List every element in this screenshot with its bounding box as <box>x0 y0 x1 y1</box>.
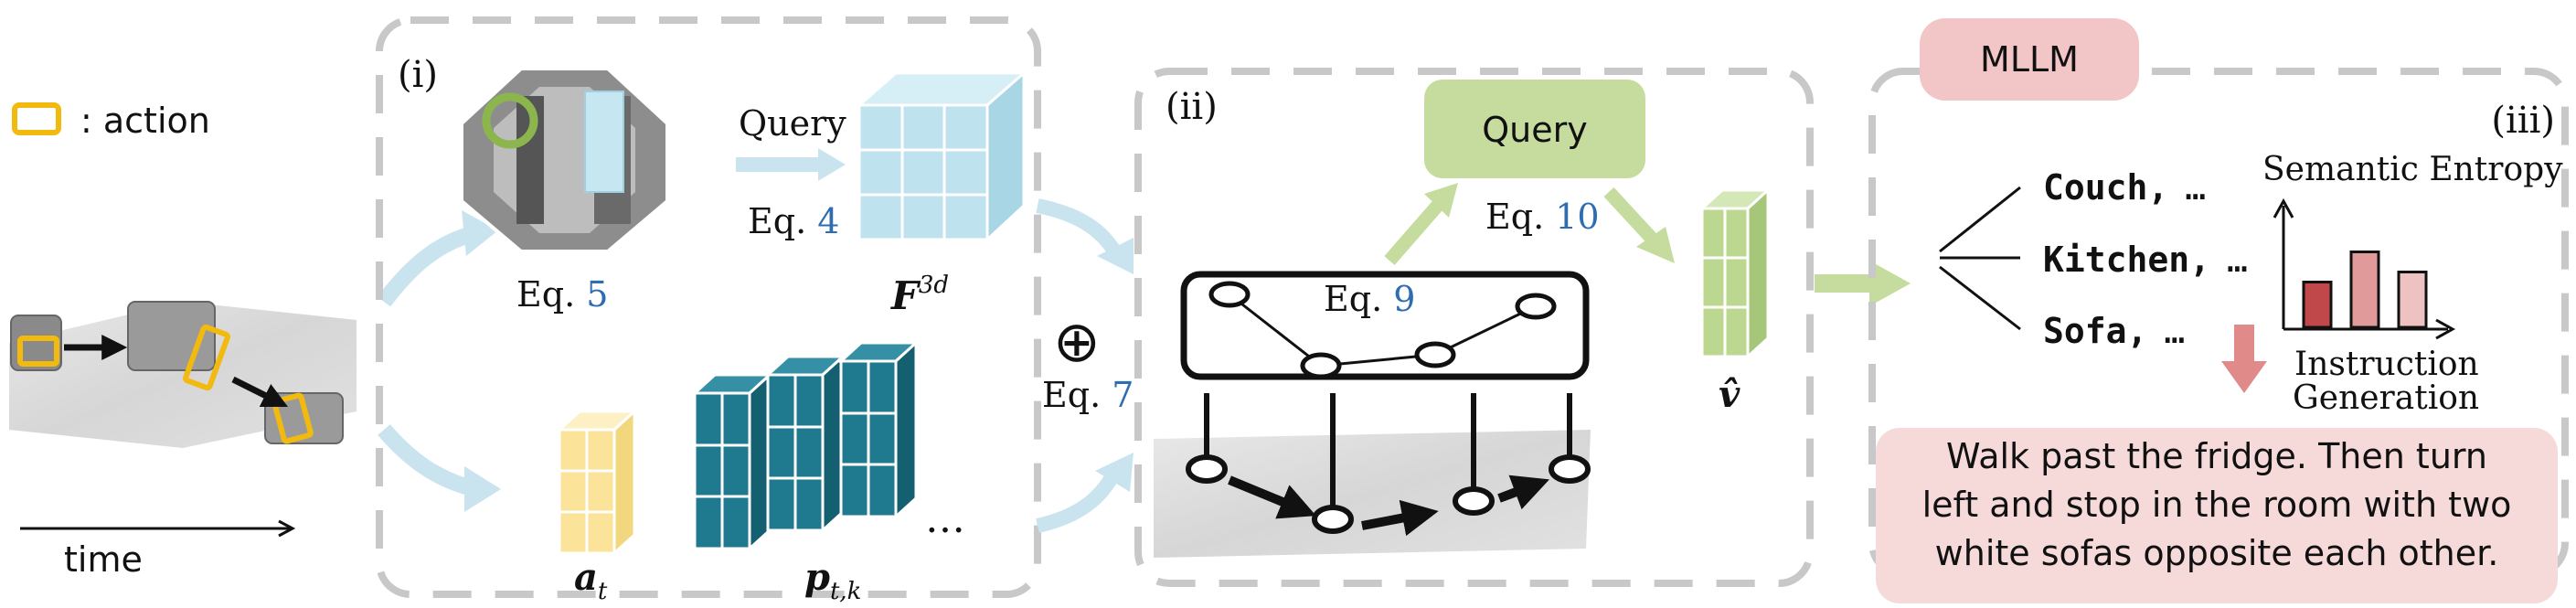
flow-arrow-upper <box>377 225 478 307</box>
action-box-icon <box>12 102 61 135</box>
floor-node <box>1453 486 1495 516</box>
panorama-highlight-circle <box>482 92 538 149</box>
arrow-i-to-ii-lower <box>1036 467 1123 533</box>
panoramic-feature-cubes <box>691 339 920 552</box>
legend: : action <box>12 101 210 141</box>
semantic-entropy-label: Semantic Entropy <box>2262 151 2563 188</box>
teal-cube-2 <box>764 353 846 534</box>
mllm-tag <box>1920 18 2139 101</box>
instruction-generation-line1: Instruction <box>2294 346 2479 383</box>
panorama-thumb-1 <box>10 315 62 371</box>
graph-node <box>1300 352 1342 379</box>
teal-cube-3 <box>837 339 920 520</box>
query-box <box>1424 80 1645 178</box>
instruction-text-line2: left and stop in the room with two <box>1922 485 2512 525</box>
eq10-label: Eq. 10 <box>1485 197 1600 237</box>
eq7-number: 7 <box>1112 375 1134 415</box>
panel-ii-label: (ii) <box>1166 86 1218 128</box>
eq4-number: 4 <box>817 201 839 241</box>
floor-trajectory <box>1228 475 1549 537</box>
v-hat-cube <box>1698 187 1772 360</box>
instruction-text-line1: Walk past the fridge. Then turn <box>1946 436 2487 476</box>
graph-nodes <box>1208 281 1557 379</box>
floor-nodes <box>1186 454 1591 534</box>
candidate-word-2: Kitchen,… <box>2043 240 2248 280</box>
panel-i-border <box>376 16 1041 598</box>
instruction-generation-line2: Generation <box>2293 379 2479 417</box>
panel-ii-floor-plan <box>1154 430 1591 558</box>
graph-to-floor-links <box>1204 393 1572 512</box>
feature-3d-cube <box>856 69 1027 243</box>
candidate-word-3: Sofa,… <box>2043 311 2185 351</box>
graph-node <box>1414 341 1456 368</box>
eq5-label: Eq. 5 <box>516 274 608 315</box>
trajectory-illustration <box>9 301 357 448</box>
query-label-i: Query <box>739 103 846 144</box>
eq10-number: 10 <box>1555 197 1599 237</box>
eq4-label: Eq. 4 <box>748 201 839 241</box>
action-legend-label: : action <box>80 101 210 141</box>
graph-node <box>1515 293 1557 320</box>
graph-node <box>1208 281 1251 308</box>
ellipsis-i: … <box>925 496 965 542</box>
candidate-word-1: Couch,… <box>2043 167 2206 208</box>
action-highlight-1 <box>17 336 59 367</box>
p-tk-label: pt,k <box>804 556 861 605</box>
view-slice-cube <box>584 91 624 193</box>
arrow-graph-to-query <box>1384 198 1445 265</box>
floor-node <box>1549 454 1591 484</box>
combine-symbol: ⊕ <box>1053 308 1101 375</box>
panel-i-label: (i) <box>398 54 438 96</box>
panel-ii: (ii) Query Eq. 10 Eq. 9 <box>1134 68 1814 587</box>
floor-node <box>1186 454 1228 484</box>
time-axis: time <box>20 519 296 580</box>
instruction-box <box>1876 428 2558 603</box>
teal-cube-1 <box>691 371 773 552</box>
panel-iii-label: (iii) <box>2491 100 2555 142</box>
eq7-label: Eq. 7 <box>1042 375 1134 415</box>
instruction-text-line3: white sofas opposite each other. <box>1935 533 2499 573</box>
eq9-number: 9 <box>1393 279 1415 319</box>
entropy-bar <box>2397 271 2428 329</box>
eq9-label: Eq. 9 <box>1324 279 1415 319</box>
panel-iii-border <box>1868 68 2569 578</box>
mllm-label: MLLM <box>1980 39 2079 80</box>
f3d-label: F3d <box>890 272 949 318</box>
eq5-number: 5 <box>586 274 608 315</box>
panorama-octagon <box>460 67 669 253</box>
arrow-query-to-v <box>1603 187 1658 245</box>
panel-ii-border <box>1134 68 1814 587</box>
panel-i: (i) Query Eq. 4 Eq. 5 F3d <box>376 16 1041 605</box>
entropy-bar <box>2349 251 2380 329</box>
branch-lines <box>1939 186 2021 331</box>
trajectory-arrow-2 <box>231 376 289 408</box>
topological-graph-box <box>1180 271 1590 380</box>
action-highlight-2 <box>183 324 230 391</box>
floor-node <box>1312 505 1354 534</box>
action-cube <box>556 408 638 557</box>
flow-arrow-lower <box>378 424 478 497</box>
v-hat-label: v̂ <box>1719 373 1740 416</box>
entropy-bars <box>2302 251 2428 329</box>
panel-iii: MLLM (iii) Semantic Entropy Couch,… Kitc… <box>1868 18 2569 603</box>
a-t-label: at <box>574 556 608 605</box>
entropy-chart <box>2273 197 2456 340</box>
candidate-words: Couch,… Kitchen,… Sofa,… <box>2043 167 2248 351</box>
entropy-bar <box>2302 281 2333 329</box>
time-label: time <box>64 539 143 580</box>
query-box-label: Query <box>1482 110 1587 150</box>
